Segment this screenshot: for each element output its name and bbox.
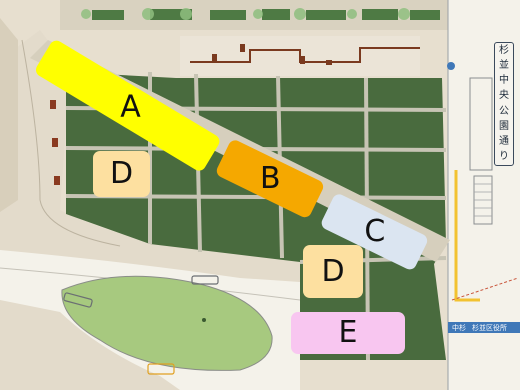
oval-island — [61, 275, 273, 371]
sign-char: 杉 — [499, 45, 509, 56]
sign-char: 並 — [499, 60, 509, 72]
hedge-segments — [92, 9, 440, 20]
bottom-right-pavement — [300, 360, 446, 390]
sign-char: 央 — [499, 90, 509, 102]
zone-d-label-right: D — [321, 253, 345, 289]
zone-b-label: B — [259, 160, 281, 196]
location-tag-left: 中杉 — [452, 324, 466, 332]
dashed-route — [451, 277, 519, 301]
zone-d-label-left: D — [109, 156, 134, 191]
left-stair-band — [0, 18, 18, 212]
island-dot — [202, 318, 206, 322]
location-tag-right: 杉並区役所 — [472, 324, 507, 332]
zone-d-tile-left[interactable]: D — [93, 151, 150, 197]
left-markers — [50, 100, 60, 185]
road-markings — [63, 275, 219, 375]
sign-char: 中 — [499, 75, 509, 87]
lower-left-plaza — [0, 300, 180, 390]
sign-char: 通 — [499, 135, 509, 147]
stair-steps — [474, 183, 492, 217]
building-ticks — [212, 44, 332, 65]
sign-char: 園 — [499, 120, 509, 132]
yellow-route — [454, 170, 480, 302]
zone-e-tile[interactable]: E — [291, 312, 405, 354]
zone-c-label: C — [363, 213, 385, 249]
location-tag: 中杉 杉並区役所 — [448, 322, 520, 333]
tree-markers — [81, 8, 410, 20]
left-walkway-edge — [21, 39, 121, 247]
street-name-sign: 杉 並 中 央 公 園 通 り — [494, 42, 514, 166]
blue-marker — [447, 62, 455, 70]
zone-d-tile-right[interactable]: D — [303, 245, 363, 298]
sign-char: り — [499, 150, 509, 162]
zone-a-label: A — [120, 89, 142, 125]
zone-e-label: E — [338, 315, 358, 350]
sign-char: 公 — [499, 105, 509, 117]
